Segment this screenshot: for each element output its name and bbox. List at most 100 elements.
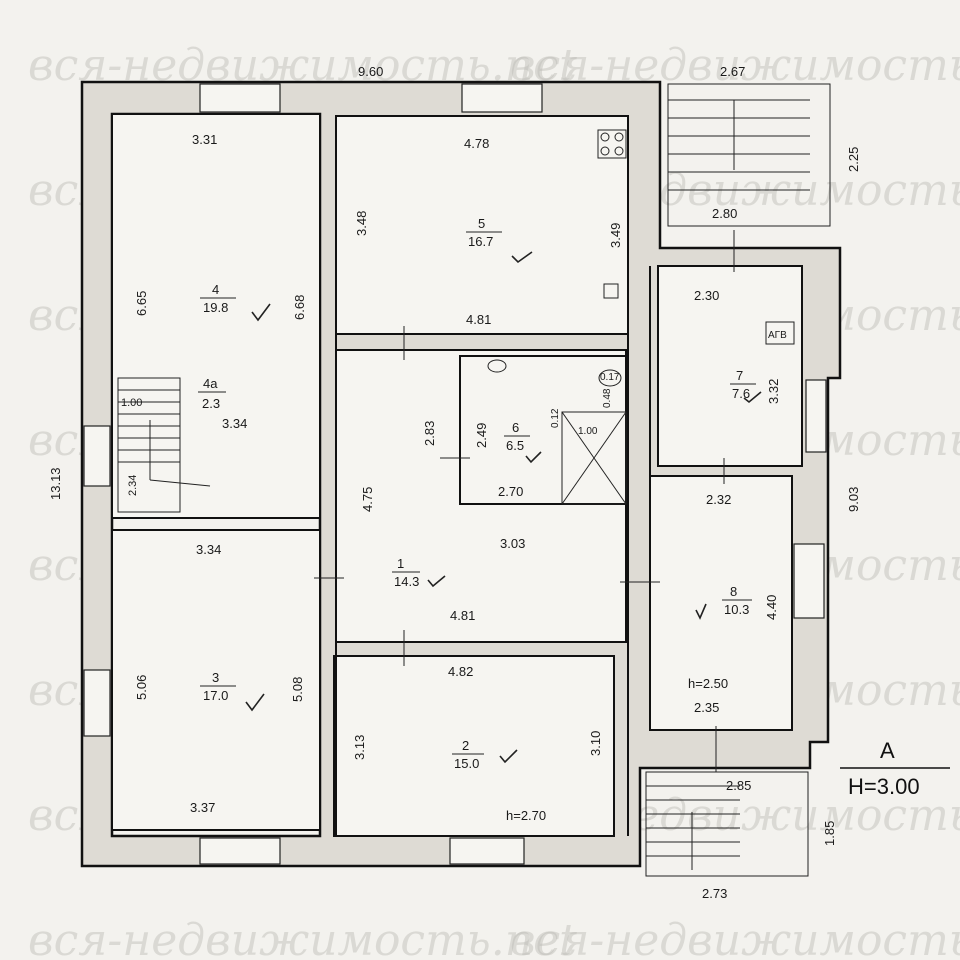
dim-left-overall: 13.13 xyxy=(48,467,63,500)
room-6-dim: 1.00 xyxy=(578,426,598,437)
legend-height: H=3.00 xyxy=(848,774,920,799)
room-7-dim: 2.32 xyxy=(706,492,731,507)
room-5-area: 16.7 xyxy=(468,234,493,249)
room-7-area: 7.6 xyxy=(732,386,750,401)
room-4-dim: 6.65 xyxy=(134,291,149,316)
room-1-floor xyxy=(335,349,627,643)
legend-letter: А xyxy=(880,738,895,763)
room-5-dim: 4.81 xyxy=(466,312,491,327)
room-2-dim: 3.10 xyxy=(588,731,603,756)
window xyxy=(83,669,111,737)
room-6-dim: 0.12 xyxy=(550,408,561,428)
room-3-number: 3 xyxy=(212,670,219,685)
toilet-icon xyxy=(598,369,622,387)
window xyxy=(805,379,827,453)
room-8-height: h=2.50 xyxy=(688,676,728,691)
room-6-number: 6 xyxy=(512,420,519,435)
room-2-number: 2 xyxy=(462,738,469,753)
dim-porch-bottom-width: 2.73 xyxy=(702,886,727,901)
room-7-floor xyxy=(657,265,803,467)
room-6-dim: 2.49 xyxy=(474,423,489,448)
room-1-area: 14.3 xyxy=(394,574,419,589)
window xyxy=(83,425,111,487)
room-8-number: 8 xyxy=(730,584,737,599)
window xyxy=(449,837,525,865)
room-4-area: 19.8 xyxy=(203,300,228,315)
room-1-dim: 3.03 xyxy=(500,536,525,551)
room-4a-dim: 3.34 xyxy=(222,416,247,431)
checkmark-icon xyxy=(499,749,518,764)
room-7-symbol: АГВ xyxy=(768,330,787,341)
dim-porch-top-width: 2.67 xyxy=(720,64,745,79)
room-2-dim: 4.82 xyxy=(448,664,473,679)
room-2-height: h=2.70 xyxy=(506,808,546,823)
room-3-area: 17.0 xyxy=(203,688,228,703)
room-7-number: 7 xyxy=(736,368,743,383)
watermark-text: вся-недвижимость.net xyxy=(510,915,960,960)
room-2-dim: 3.13 xyxy=(352,735,367,760)
checkmark-icon xyxy=(427,575,446,588)
top-porch xyxy=(667,83,831,227)
dim-porch-bottom-opening: 2.85 xyxy=(726,778,751,793)
room-6-dim: 0.17 xyxy=(600,372,620,383)
room-2-area: 15.0 xyxy=(454,756,479,771)
shower-cross xyxy=(561,411,627,505)
window xyxy=(793,543,825,619)
room-8-area: 10.3 xyxy=(724,602,749,617)
room-3-dim: 3.37 xyxy=(190,800,215,815)
room-5-dim: 3.49 xyxy=(608,223,623,248)
room-5-dim: 3.48 xyxy=(354,211,369,236)
checkmark-icon xyxy=(511,251,533,264)
room-3-floor xyxy=(111,529,321,831)
room-4a-area: 2.3 xyxy=(202,396,220,411)
room-4a-number: 4а xyxy=(203,376,218,391)
room-4-floor xyxy=(111,113,321,519)
checkmark-icon xyxy=(743,391,762,404)
dim-porch-top-opening: 2.80 xyxy=(712,206,737,221)
room-2-floor xyxy=(333,655,615,837)
dim-porch-bottom-depth: 1.85 xyxy=(822,821,837,846)
checkmark-icon xyxy=(525,451,542,464)
room-1-number: 1 xyxy=(397,556,404,571)
room-3-dim: 5.08 xyxy=(290,677,305,702)
checkmark-icon xyxy=(695,603,707,620)
window xyxy=(199,837,281,865)
room-3-dim: 5.06 xyxy=(134,675,149,700)
boiler-icon xyxy=(765,321,795,345)
checkmark-icon xyxy=(245,693,265,712)
stair-area xyxy=(117,377,181,513)
dim-top-overall: 9.60 xyxy=(358,64,383,79)
dim-porch-top-depth: 2.25 xyxy=(846,147,861,172)
bottom-porch xyxy=(645,771,809,877)
room-1-dim: 4.81 xyxy=(450,608,475,623)
room-1-dim: 2.83 xyxy=(422,421,437,446)
stair-arrow xyxy=(149,479,211,487)
room-5-dim: 4.78 xyxy=(464,136,489,151)
room-8-floor xyxy=(649,475,793,731)
legend: А H=3.00 xyxy=(840,738,950,799)
window xyxy=(461,83,543,113)
stove-icon xyxy=(597,129,627,159)
room-8-dim: 4.40 xyxy=(764,595,779,620)
checkmark-icon xyxy=(251,303,271,322)
room-4a-dim: 1.00 xyxy=(121,397,142,409)
room-6-dim: 2.70 xyxy=(498,484,523,499)
room-7-dim: 2.30 xyxy=(694,288,719,303)
sink-icon xyxy=(487,359,507,373)
shower-tray xyxy=(561,411,627,505)
room-6-area: 6.5 xyxy=(506,438,524,453)
room-3-dim: 3.34 xyxy=(196,542,221,557)
outlet-icon xyxy=(603,283,619,299)
room-4-dim: 6.68 xyxy=(292,295,307,320)
room-4a-dim: 2.34 xyxy=(127,475,139,496)
watermark-text: вся-недвижимость.net xyxy=(28,915,577,960)
room-5-number: 5 xyxy=(478,216,485,231)
room-8-dim: 2.35 xyxy=(694,700,719,715)
room-1-dim: 4.75 xyxy=(360,487,375,512)
window xyxy=(199,83,281,113)
room-6-dim: 0.48 xyxy=(602,388,613,408)
room-4-number: 4 xyxy=(212,282,219,297)
room-5-floor xyxy=(335,115,629,335)
room-4-dim: 3.31 xyxy=(192,132,217,147)
